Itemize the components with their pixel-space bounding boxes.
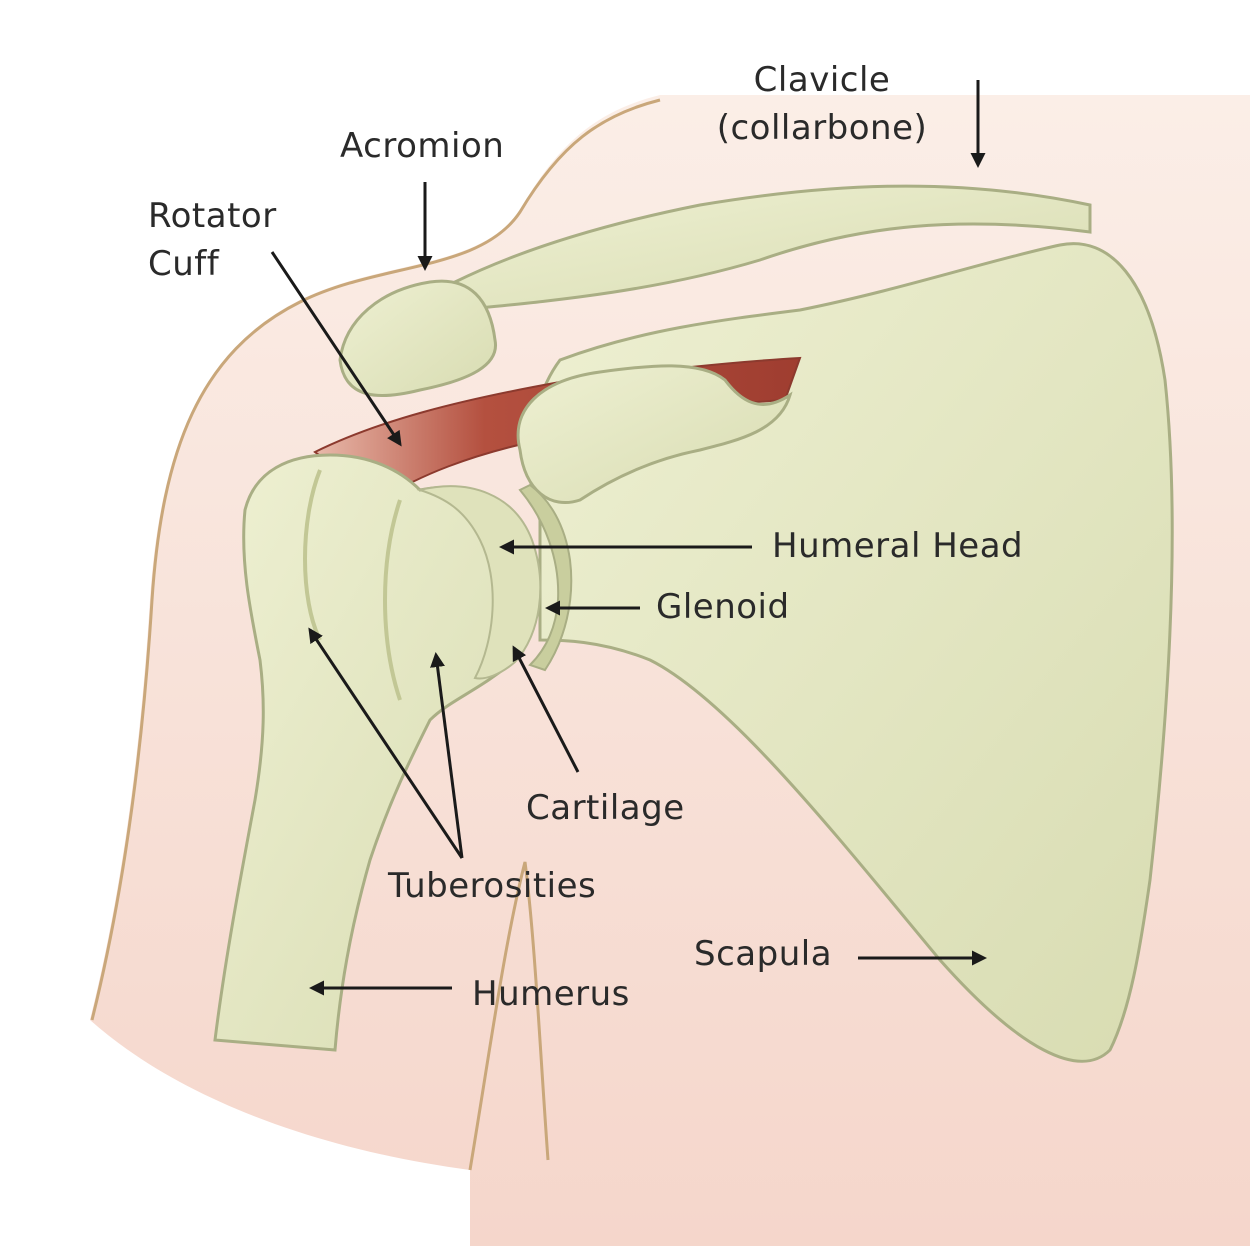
humeral-head-label: Humeral Head	[772, 526, 1024, 566]
humerus-label: Humerus	[472, 974, 630, 1014]
humeral-head-cartilage	[416, 485, 542, 680]
glenoid-label: Glenoid	[656, 587, 790, 627]
tuberosity-ridge-1	[303, 469, 322, 641]
clavicle-bone	[452, 184, 1092, 310]
humerus-bone	[213, 453, 540, 1052]
tuberosities-arrow-right	[430, 652, 464, 859]
rotator-cuff-label: Rotator Cuff	[148, 196, 277, 284]
tuberosities-label: Tuberosities	[388, 866, 597, 906]
chest-crease	[468, 861, 550, 1171]
glenoid-rim	[518, 483, 573, 672]
acromion-bone	[338, 279, 498, 397]
cartilage-label: Cartilage	[526, 788, 685, 828]
skin-outline	[90, 98, 661, 1021]
clavicle-label: Clavicle (collarbone)	[716, 60, 928, 148]
rotator-cuff-arrow	[270, 251, 402, 447]
acromion-label: Acromion	[340, 126, 505, 166]
cartilage-arrow	[512, 645, 580, 773]
scapula-label: Scapula	[694, 934, 833, 974]
coracoid-process	[516, 364, 793, 505]
tuberosity-ridge-2	[383, 499, 402, 701]
tuberosities-arrow-left	[308, 627, 464, 859]
